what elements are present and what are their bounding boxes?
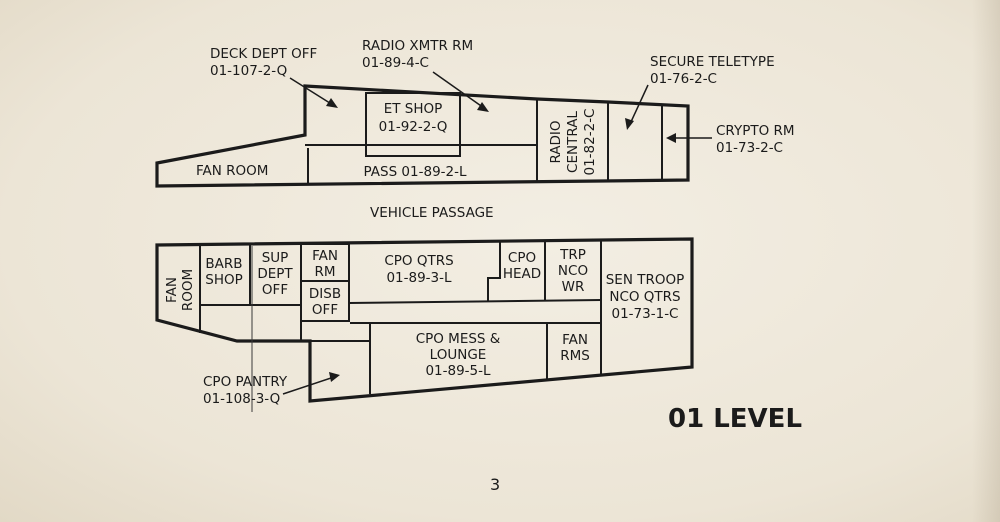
deck-dept-code: 01-107-2-Q — [210, 63, 287, 79]
sen-troop-line3: 01-73-1-C — [612, 306, 679, 322]
crypto-label: CRYPTO RM — [716, 123, 795, 139]
radio-central-line2: CENTRAL — [565, 111, 581, 173]
et-shop-outline — [365, 92, 461, 157]
upper-callouts: DECK DEPT OFF 01-107-2-Q RADIO XMTR RM 0… — [210, 38, 795, 156]
trp-nco-line1: TRP — [559, 247, 586, 263]
secure-teletype-label: SECURE TELETYPE — [650, 54, 775, 70]
crypto-arrowhead — [666, 133, 676, 143]
fan-room-lower-label: FAN ROOM — [164, 269, 196, 311]
radio-xmtr-arrow — [432, 71, 485, 109]
cpo-mess-line1: CPO MESS & — [416, 331, 501, 347]
lower-compartment-block — [155, 237, 694, 412]
radio-xmtr-label: RADIO XMTR RM — [362, 38, 473, 54]
sup-dept-line3: OFF — [262, 282, 288, 298]
crypto-code: 01-73-2-C — [716, 140, 783, 156]
fan-room-upper-label: FAN ROOM — [196, 163, 268, 179]
deck-dept-arrowhead — [326, 98, 338, 108]
deck-dept-arrow — [289, 77, 334, 106]
secure-teletype-code: 01-76-2-C — [650, 71, 717, 87]
vehicle-passage-label: VEHICLE PASSAGE — [370, 205, 494, 221]
cpo-pantry-code: 01-108-3-Q — [203, 391, 280, 407]
trp-nco-line3: WR — [562, 279, 585, 295]
lower-room-labels: FAN ROOM BARB SHOP SUP DEPT OFF FAN RM D… — [164, 247, 684, 379]
barb-shop-line2: SHOP — [205, 272, 243, 288]
upper-compartment-block — [155, 84, 690, 188]
radio-central-line3: 01-82-2-C — [582, 109, 598, 176]
trp-nco-line2: NCO — [558, 263, 588, 279]
radio-central-line1: RADIO — [548, 120, 564, 163]
cpo-mess-line3: 01-89-5-L — [425, 363, 491, 379]
fan-rms-line1: FAN — [562, 332, 588, 348]
disb-off-outline — [300, 280, 350, 322]
lower-callouts: CPO PANTRY 01-108-3-Q — [203, 372, 340, 407]
cpo-qtrs-line1: CPO QTRS — [384, 253, 453, 269]
sup-dept-line2: DEPT — [257, 266, 293, 282]
level-title: 01 LEVEL — [668, 404, 802, 434]
pass-label: PASS 01-89-2-L — [363, 164, 467, 180]
secure-teletype-arrow — [629, 84, 649, 125]
cpo-head-outline — [487, 241, 501, 301]
cpo-head-line1: CPO — [508, 250, 536, 266]
cpo-mess-line2: LOUNGE — [430, 347, 487, 363]
sup-dept-line1: SUP — [262, 250, 289, 266]
fan-rms-line2: RMS — [560, 348, 590, 364]
cpo-pantry-arrow — [282, 376, 335, 395]
page-number: 3 — [490, 475, 500, 494]
lower-outer-wall — [155, 237, 694, 403]
cpo-pantry-arrowhead — [329, 372, 340, 382]
cpo-head-line2: HEAD — [503, 266, 541, 282]
barb-shop-line1: BARB — [205, 256, 242, 272]
radio-xmtr-arrowhead — [477, 102, 489, 112]
fan-room-lower-line1: FAN — [164, 277, 180, 303]
et-shop-label: ET SHOP — [384, 101, 443, 117]
radio-central-label: RADIO CENTRAL 01-82-2-C — [548, 109, 598, 176]
radio-xmtr-code: 01-89-4-C — [362, 55, 429, 71]
cpo-pantry-label: CPO PANTRY — [203, 374, 288, 390]
sen-troop-line1: SEN TROOP — [606, 272, 685, 288]
sen-troop-line2: NCO QTRS — [609, 289, 680, 305]
deck-dept-label: DECK DEPT OFF — [210, 46, 317, 62]
lower-mid-corridor-line-2 — [348, 299, 602, 304]
upper-room-labels: FAN ROOM ET SHOP 01-92-2-Q PASS 01-89-2-… — [196, 101, 598, 180]
disb-off-line1: DISB — [309, 286, 341, 302]
upper-outer-wall — [155, 84, 690, 188]
secure-teletype-arrowhead — [625, 118, 634, 130]
fan-room-lower-line2: ROOM — [180, 269, 196, 311]
fan-rm-line1: FAN — [312, 248, 338, 264]
fan-rm-line2: RM — [314, 264, 335, 280]
et-shop-code: 01-92-2-Q — [379, 119, 448, 135]
disb-off-line2: OFF — [312, 302, 338, 318]
cpo-qtrs-line2: 01-89-3-L — [386, 270, 452, 286]
